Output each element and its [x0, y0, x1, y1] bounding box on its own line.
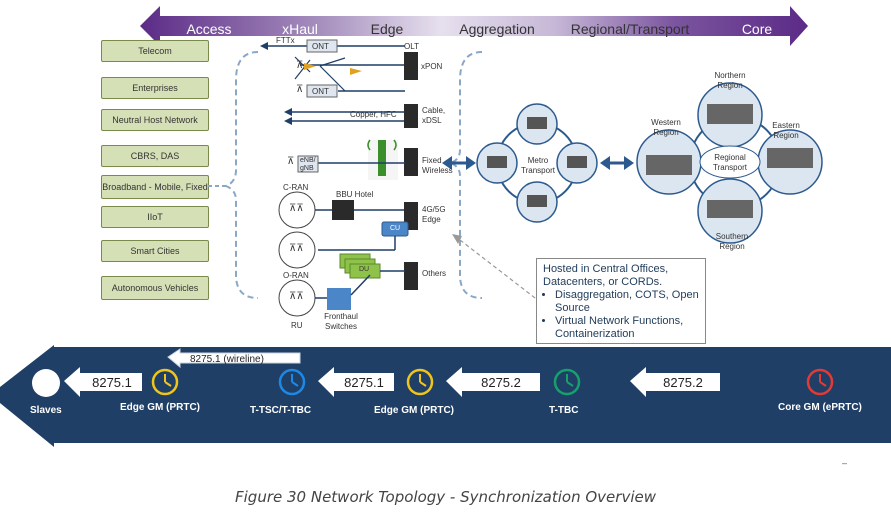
wireline-label: 8275.1 (wireline) [190, 354, 264, 365]
label-eastern-region: Eastern Region [772, 121, 800, 140]
segment-regional-transport: Regional/Transport [570, 21, 690, 37]
figure-caption: Figure 30 Network Topology - Synchroniza… [235, 488, 656, 506]
antenna-icon: ⊼⊼ [289, 243, 304, 254]
note-heading: Hosted in Central Offices, Datacenters, … [543, 263, 669, 288]
label-4g5g-edge: 4G/5G Edge [422, 205, 446, 224]
access-edge-diagram [208, 39, 823, 317]
usecase-telecom: Telecom [101, 40, 209, 62]
label-ont-1: ONT [312, 42, 329, 51]
usecase-autonomous-vehicles: Autonomous Vehicles [101, 276, 209, 300]
node-edge-gm-1: Edge GM (PRTC) [120, 402, 200, 413]
usecase-iiot: IIoT [101, 206, 209, 228]
label-fixed-wireless: Fixed Wireless [422, 156, 453, 175]
node-ttsc-ttbc: T-TSC/T-TBC [250, 405, 312, 416]
note-bullet: Virtual Network Functions, Containerizat… [555, 315, 699, 341]
label-northern-region: Northern Region [714, 71, 746, 90]
antenna-icon: ⊼⊼ [289, 203, 304, 214]
header-arrow-bar [140, 6, 808, 46]
label-copper-hfc: Copper, HFC [350, 110, 397, 119]
usecase-cbrs-das: CBRS, DAS [101, 145, 209, 167]
usecase-broadband: Broadband - Mobile, Fixed [101, 175, 209, 199]
antenna-icon: ⊼ [287, 156, 295, 167]
label-regional-transport: Regional Transport [713, 153, 747, 172]
usecase-smart-cities: Smart Cities [101, 240, 209, 262]
clock-icon [153, 370, 154, 371]
label-fronthaul-switches: Fronthaul Switches [324, 312, 358, 331]
slaves-icon [32, 369, 33, 370]
note-bullet: Disaggregation, COTS, Open Source [555, 289, 699, 315]
label-western-region: Western Region [651, 118, 681, 137]
label-xpon: xPON [421, 62, 443, 71]
sync-arrow-label: 8275.2 [663, 375, 703, 390]
label-fttx: FTTx [276, 36, 295, 45]
antenna-icon: ⊼⊼ [289, 291, 304, 302]
node-t-tbc: T-TBC [549, 405, 579, 416]
label-cu: CU [390, 225, 401, 232]
sync-arrow-label: 8275.1 [344, 375, 384, 390]
segment-aggregation: Aggregation [459, 21, 535, 37]
sync-arrow-label: 8275.1 [92, 375, 132, 390]
segment-xhaul: xHaul [282, 21, 318, 37]
antenna-icon: ⊼ [296, 60, 304, 71]
segment-core: Core [741, 21, 773, 37]
label-bbu-hotel: BBU Hotel [336, 190, 374, 199]
node-edge-gm-2: Edge GM (PRTC) [374, 405, 454, 416]
label-olt: OLT [404, 42, 419, 51]
label-enb-gnb: eNB/ gNB [300, 157, 316, 172]
segment-access: Access [186, 21, 232, 37]
label-c-ran: C-RAN [283, 183, 309, 192]
hosted-note: Hosted in Central Offices, Datacenters, … [536, 258, 706, 344]
segment-edge: Edge [370, 21, 404, 37]
node-core-gm: Core GM (ePRTC) [778, 402, 862, 413]
label-ont-2: ONT [312, 87, 329, 96]
usecase-enterprises: Enterprises [101, 77, 209, 99]
label-du: DU [359, 266, 370, 273]
sync-timeline-bar [0, 345, 891, 447]
label-cable-xdsl: Cable, xDSL [422, 106, 446, 125]
sync-arrow-label: 8275.2 [481, 375, 521, 390]
label-ru: RU [291, 321, 303, 330]
label-southern-region: Southern Region [715, 232, 749, 251]
label-others: Others [422, 269, 447, 278]
label-metro-transport: Metro Transport [521, 156, 555, 175]
stray-mark: – [842, 458, 848, 468]
antenna-icon: ⊼ [296, 84, 304, 95]
label-o-ran: O-RAN [283, 271, 309, 280]
usecase-neutral-host: Neutral Host Network [101, 109, 209, 131]
node-slaves: Slaves [30, 405, 62, 416]
